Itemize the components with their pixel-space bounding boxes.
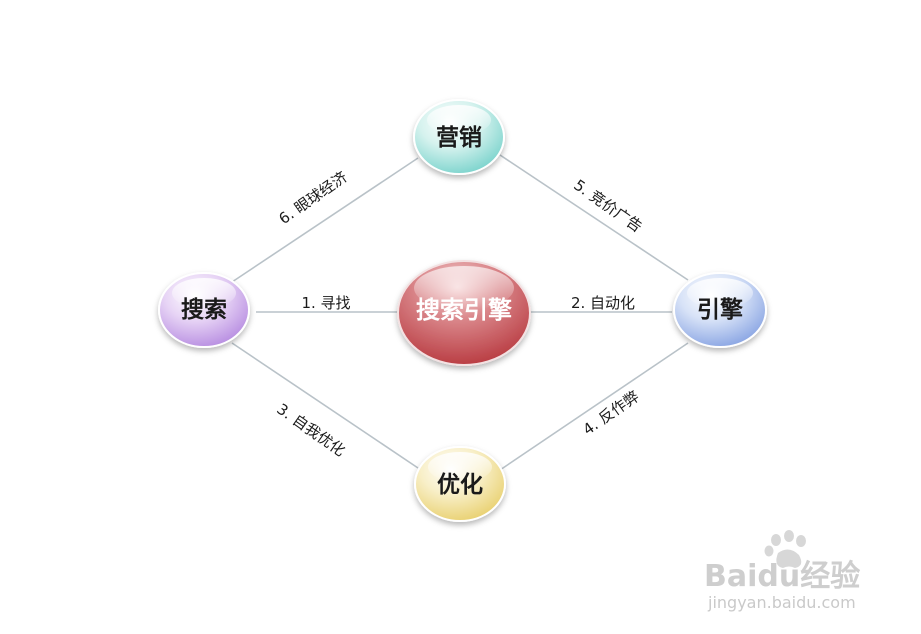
edge-line-marketing-engine bbox=[499, 154, 689, 281]
node-search-label: 搜索 bbox=[181, 297, 227, 323]
baidu-watermark: Baidu经验 jingyan.baidu.com bbox=[704, 530, 860, 612]
center-node-label: 搜索引擎 bbox=[416, 296, 512, 324]
edge-line-search-optimize bbox=[231, 342, 419, 469]
paw-icon bbox=[764, 530, 806, 568]
edge-label-3: 3. 自我优化 bbox=[273, 400, 348, 460]
node-search bbox=[158, 272, 250, 348]
node-engine-label: 引擎 bbox=[697, 296, 743, 323]
watermark-url: jingyan.baidu.com bbox=[707, 593, 856, 612]
edge-label-2: 2. 自动化 bbox=[571, 294, 635, 312]
edge-line-search-marketing bbox=[231, 157, 419, 283]
watermark-brand: Baidu经验 bbox=[704, 559, 860, 594]
node-engine bbox=[673, 272, 767, 348]
edge-label-1: 1. 寻找 bbox=[301, 294, 350, 312]
edge-line-optimize-engine bbox=[499, 342, 689, 471]
center-node bbox=[397, 260, 531, 366]
node-optimize bbox=[414, 446, 506, 522]
edge-label-6: 6. 眼球经济 bbox=[275, 168, 350, 228]
node-optimize-label: 优化 bbox=[437, 471, 483, 498]
node-marketing-label: 营销 bbox=[436, 125, 482, 151]
node-marketing bbox=[413, 99, 505, 175]
